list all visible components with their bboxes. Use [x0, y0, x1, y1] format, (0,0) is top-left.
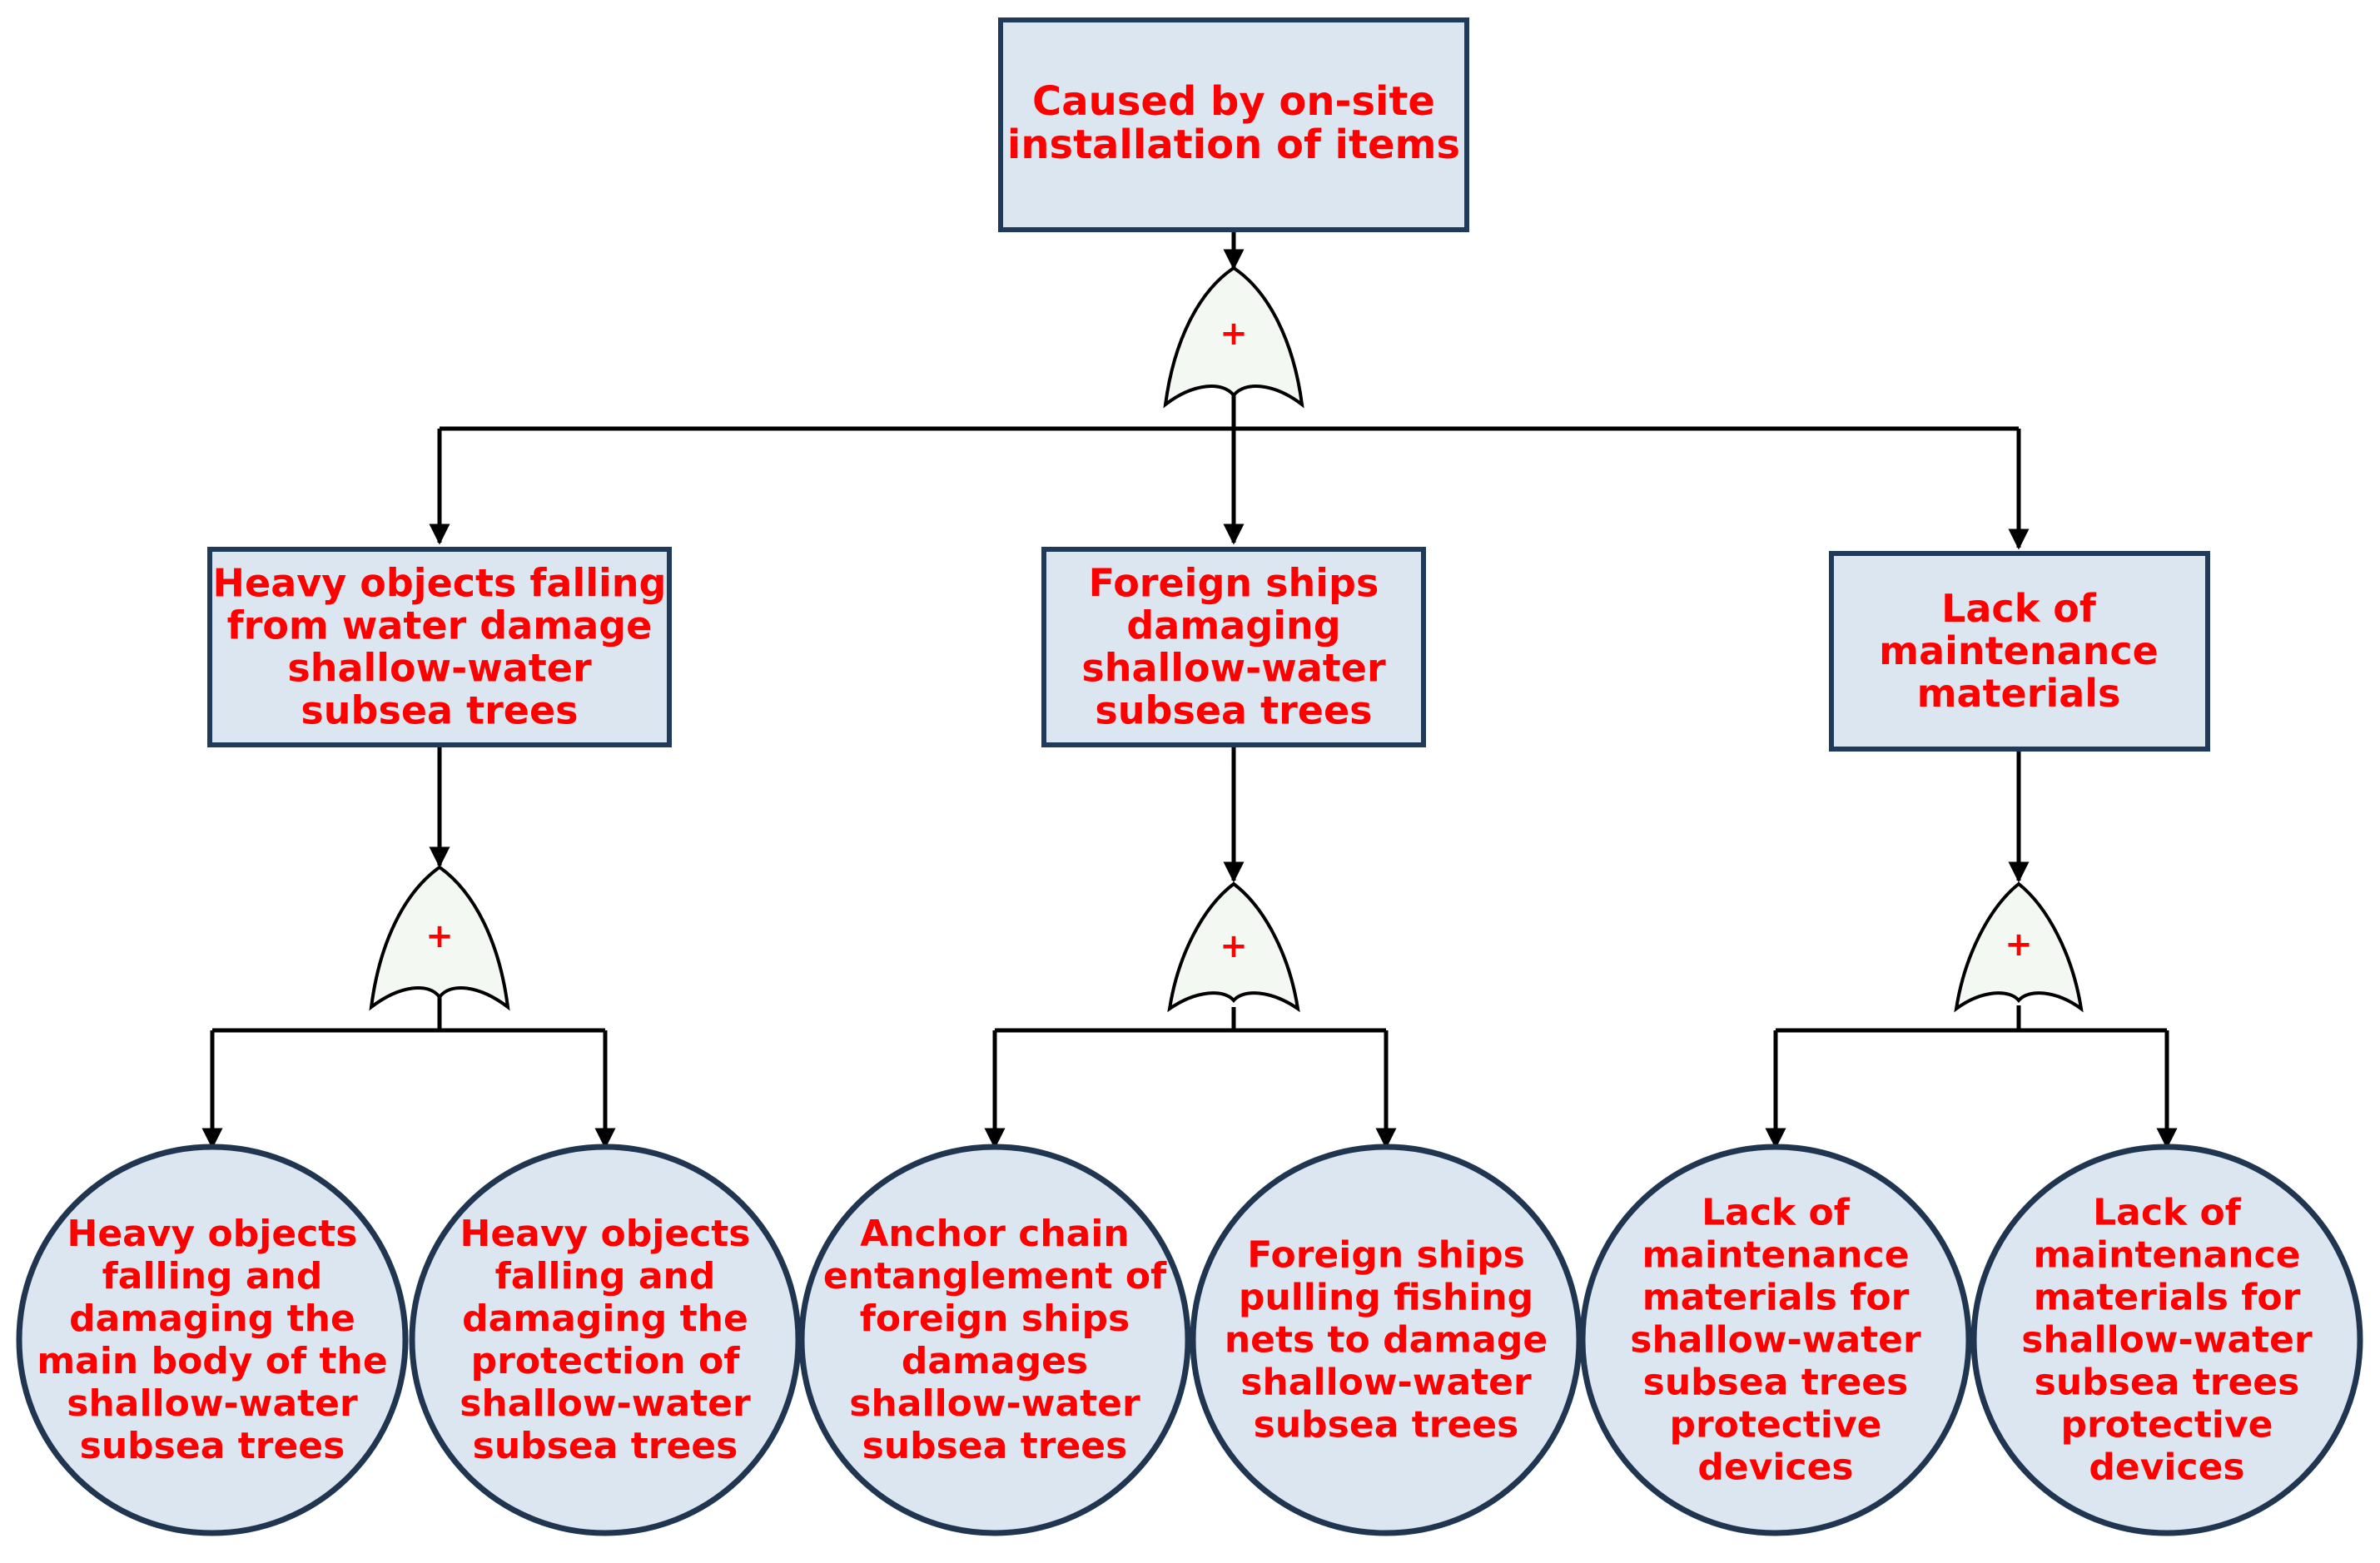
basic-event-1-line-5: shallow-water [67, 1382, 358, 1425]
basic-event-6-line-2: maintenance [2033, 1234, 2300, 1277]
intermediate-event-2-line-1: Foreign ships [1089, 561, 1379, 606]
basic-event-6-line-7: devices [2089, 1446, 2244, 1489]
basic-event-1-line-2: falling and [102, 1255, 323, 1298]
basic-event-2-line-3: damaging the [462, 1298, 748, 1340]
basic-event-6-line-1: Lack of [2093, 1192, 2242, 1234]
or-gate-middle: + [1167, 881, 1300, 1013]
basic-event-3-line-5: shallow-water [849, 1382, 1140, 1425]
basic-event-4-line-1: Foreign ships [1247, 1234, 1525, 1277]
basic-event-5-line-7: devices [1697, 1446, 1853, 1489]
intermediate-event-1-line-4: subsea trees [301, 688, 578, 733]
basic-event-1-line-3: damaging the [69, 1298, 355, 1340]
basic-event-4-line-4: shallow-water [1240, 1362, 1532, 1404]
basic-event-3-line-6: subsea trees [862, 1425, 1128, 1467]
basic-event-2-line-6: subsea trees [473, 1425, 738, 1467]
basic-event-3-line-4: damages [902, 1340, 1088, 1382]
connectors-right [1765, 749, 2178, 1149]
intermediate-event-3-line-2: maintenance [1879, 628, 2159, 673]
connectors-middle [984, 745, 1397, 1149]
top-event-line-2: installation of items [1007, 122, 1460, 168]
basic-event-5-line-2: maintenance [1642, 1234, 1909, 1277]
basic-event-6-line-5: subsea trees [2035, 1362, 2300, 1404]
connectors-left [201, 745, 616, 1149]
basic-event-3-line-1: Anchor chain [860, 1213, 1130, 1255]
basic-event-2-line-1: Heavy objects [460, 1213, 751, 1255]
or-gate-top-symbol: + [1220, 315, 1248, 353]
basic-event-5-line-6: protective [1669, 1404, 1881, 1446]
basic-event-5-line-5: subsea trees [1643, 1362, 1909, 1404]
or-gate-top: + [1163, 265, 1304, 409]
or-gate-right-symbol: + [2005, 925, 2033, 964]
basic-event-1-line-1: Heavy objects [67, 1213, 358, 1255]
or-gate-left-symbol: + [425, 917, 454, 955]
intermediate-event-1-line-2: from water damage [227, 603, 653, 648]
connectors-top [429, 230, 2030, 550]
basic-event-2-line-2: falling and [495, 1255, 716, 1298]
basic-event-5-line-4: shallow-water [1630, 1319, 1921, 1362]
top-event-line-1: Caused by on-site [1032, 78, 1435, 125]
intermediate-event-2-line-3: shallow-water [1081, 646, 1386, 691]
basic-event-5-line-3: materials for [1642, 1277, 1910, 1319]
intermediate-event-1-line-3: shallow-water [287, 646, 592, 691]
basic-event-2-line-4: protection of [471, 1340, 741, 1382]
intermediate-event-3-line-3: materials [1917, 671, 2121, 716]
basic-event-6-line-3: materials for [2034, 1277, 2301, 1319]
intermediate-event-1-line-1: Heavy objects falling [213, 561, 667, 606]
basic-event-4-line-3: nets to damage [1225, 1319, 1548, 1362]
basic-event-1-line-4: main body of the [37, 1340, 387, 1382]
basic-event-4-line-5: subsea trees [1254, 1404, 1519, 1446]
basic-event-3-line-2: entanglement of [823, 1255, 1167, 1298]
basic-event-1-line-6: subsea trees [80, 1425, 345, 1467]
basic-event-6-line-6: protective [2060, 1404, 2273, 1446]
or-gate-right: + [1954, 881, 2084, 1013]
or-gate-middle-symbol: + [1220, 927, 1248, 965]
basic-event-2-line-5: shallow-water [460, 1382, 751, 1425]
basic-event-4-line-2: pulling fishing [1239, 1277, 1533, 1319]
intermediate-event-2-line-2: damaging [1126, 603, 1340, 648]
basic-event-6-line-4: shallow-water [2021, 1319, 2313, 1362]
intermediate-event-3-line-1: Lack of [1941, 586, 2097, 631]
basic-event-5-line-1: Lack of [1702, 1192, 1851, 1234]
intermediate-event-2-line-4: subsea trees [1095, 688, 1372, 733]
or-gate-left: + [369, 865, 510, 1011]
basic-event-3-line-3: foreign ships [860, 1298, 1130, 1340]
